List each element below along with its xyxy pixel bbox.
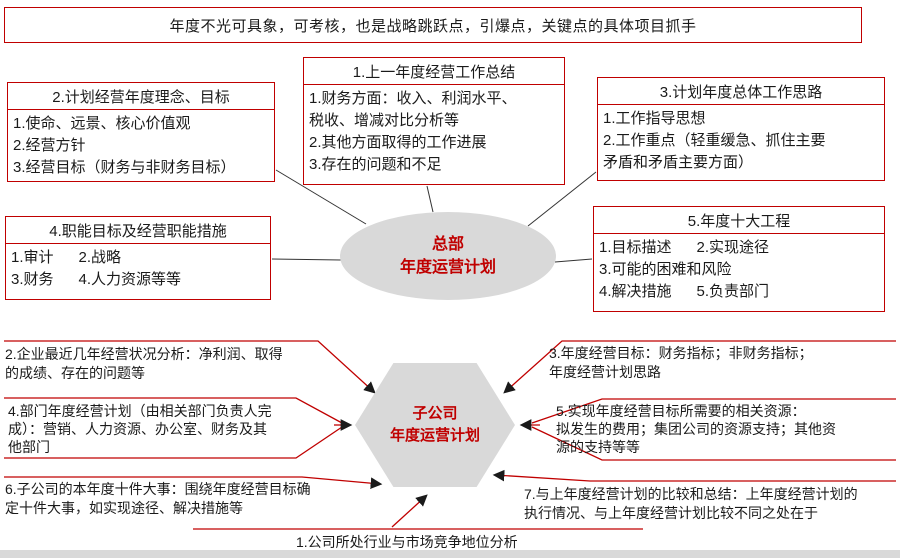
callout-right-bottom <box>492 469 896 482</box>
box-body: 1.使命、远景、核心价值观 2.经营方针 3.经营目标（财务与非财务目标） <box>13 115 236 176</box>
hq-annual-plan-ellipse: 总部 年度运营计划 <box>340 212 556 300</box>
bottom-strip <box>0 550 900 558</box>
note-right-mid: 5.实现年度经营目标所需要的相关资源： 拟发生的费用；集团公司的资源支持；其他资… <box>556 403 836 455</box>
note-right-bottom: 7.与上年度经营计划的比较和总结：上年度经营计划的 执行情况、与上年度经营计划比… <box>524 486 858 521</box>
subsidiary-callouts <box>4 340 896 530</box>
connector-hq-box2 <box>275 169 367 225</box>
box-title: 1.上一年度经营工作总结 <box>304 58 564 85</box>
box-body: 1.工作指导思想 2.工作重点（轻重缓急、抓住主要 矛盾和矛盾主要方面） <box>603 110 826 171</box>
top-banner: 年度不光可具象，可考核，也是战略跳跃点，引爆点，关键点的具体项目抓手 <box>4 7 862 43</box>
box-last-year-summary: 1.上一年度经营工作总结 1.财务方面：收入、利润水平、 税收、增减对比分析等 … <box>303 57 565 185</box>
callout-right-mid-bottom <box>531 426 896 461</box>
box-body: 1.目标描述 2.实现途径 3.可能的困难和风险 4.解决措施 5.负责部门 <box>599 239 770 300</box>
hq-connectors <box>271 169 597 263</box>
note-bottom: 1.公司所处行业与市场竞争地位分析 <box>296 534 518 550</box>
subsidiary-label-line1: 子公司 <box>412 404 458 422</box>
note-left-mid: 4.部门年度经营计划（由相关部门负责人完 成）：营销、人力资源、办公室、财务及其… <box>8 403 272 455</box>
callout-bottom-arrow <box>391 494 428 528</box>
hq-label-line2: 年度运营计划 <box>399 259 496 276</box>
note-left-top: 2.企业最近几年经营状况分析：净利润、取得 的成绩、存在的问题等 <box>5 346 283 381</box>
subsidiary-label-line2: 年度运营计划 <box>389 427 480 444</box>
connector-hq-box3 <box>527 171 597 227</box>
box-ten-projects: 5.年度十大工程 1.目标描述 2.实现途径 3.可能的困难和风险 4.解决措施… <box>593 206 885 312</box>
callout-left-top <box>4 340 376 394</box>
box-title: 3.计划年度总体工作思路 <box>598 78 884 105</box>
callout-right-mid-top <box>531 398 896 424</box>
hq-label-line1: 总部 <box>431 235 464 253</box>
box-body: 1.财务方面：收入、利润水平、 税收、增减对比分析等 2.其他方面取得的工作进展… <box>309 90 517 173</box>
connector-hq-box4 <box>271 258 342 261</box>
box-title: 5.年度十大工程 <box>594 207 884 234</box>
note-right-top: 3.年度经营目标：财务指标；非财务指标； 年度经营计划思路 <box>549 345 813 380</box>
note-left-bottom: 6.子公司的本年度十件大事：围绕年度经营目标确 定十件大事，如实现途径、解决措施… <box>5 481 311 516</box>
callout-left-mid-top <box>4 397 343 424</box>
connector-hq-box5 <box>554 258 593 263</box>
callout-left-mid-bottom <box>4 426 343 459</box>
subsidiary-annual-plan-hexagon: 子公司 年度运营计划 <box>355 363 515 487</box>
connector-hq-box1 <box>426 185 434 213</box>
callout-right-top <box>503 340 896 394</box>
box-title: 2.计划经营年度理念、目标 <box>8 83 274 110</box>
box-title: 4.职能目标及经营职能措施 <box>6 217 270 244</box>
box-overall-work-thinking: 3.计划年度总体工作思路 1.工作指导思想 2.工作重点（轻重缓急、抓住主要 矛… <box>597 77 885 181</box>
top-banner-text: 年度不光可具象，可考核，也是战略跳跃点，引爆点，关键点的具体项目抓手 <box>169 17 697 35</box>
callout-left-bottom <box>4 476 383 489</box>
box-body: 1.审计 2.战略 3.财务 4.人力资源等等 <box>11 249 182 288</box>
box-plan-year-vision: 2.计划经营年度理念、目标 1.使命、远景、核心价值观 2.经营方针 3.经营目… <box>7 82 275 182</box>
box-functional-goals: 4.职能目标及经营职能措施 1.审计 2.战略 3.财务 4.人力资源等等 <box>5 216 271 300</box>
